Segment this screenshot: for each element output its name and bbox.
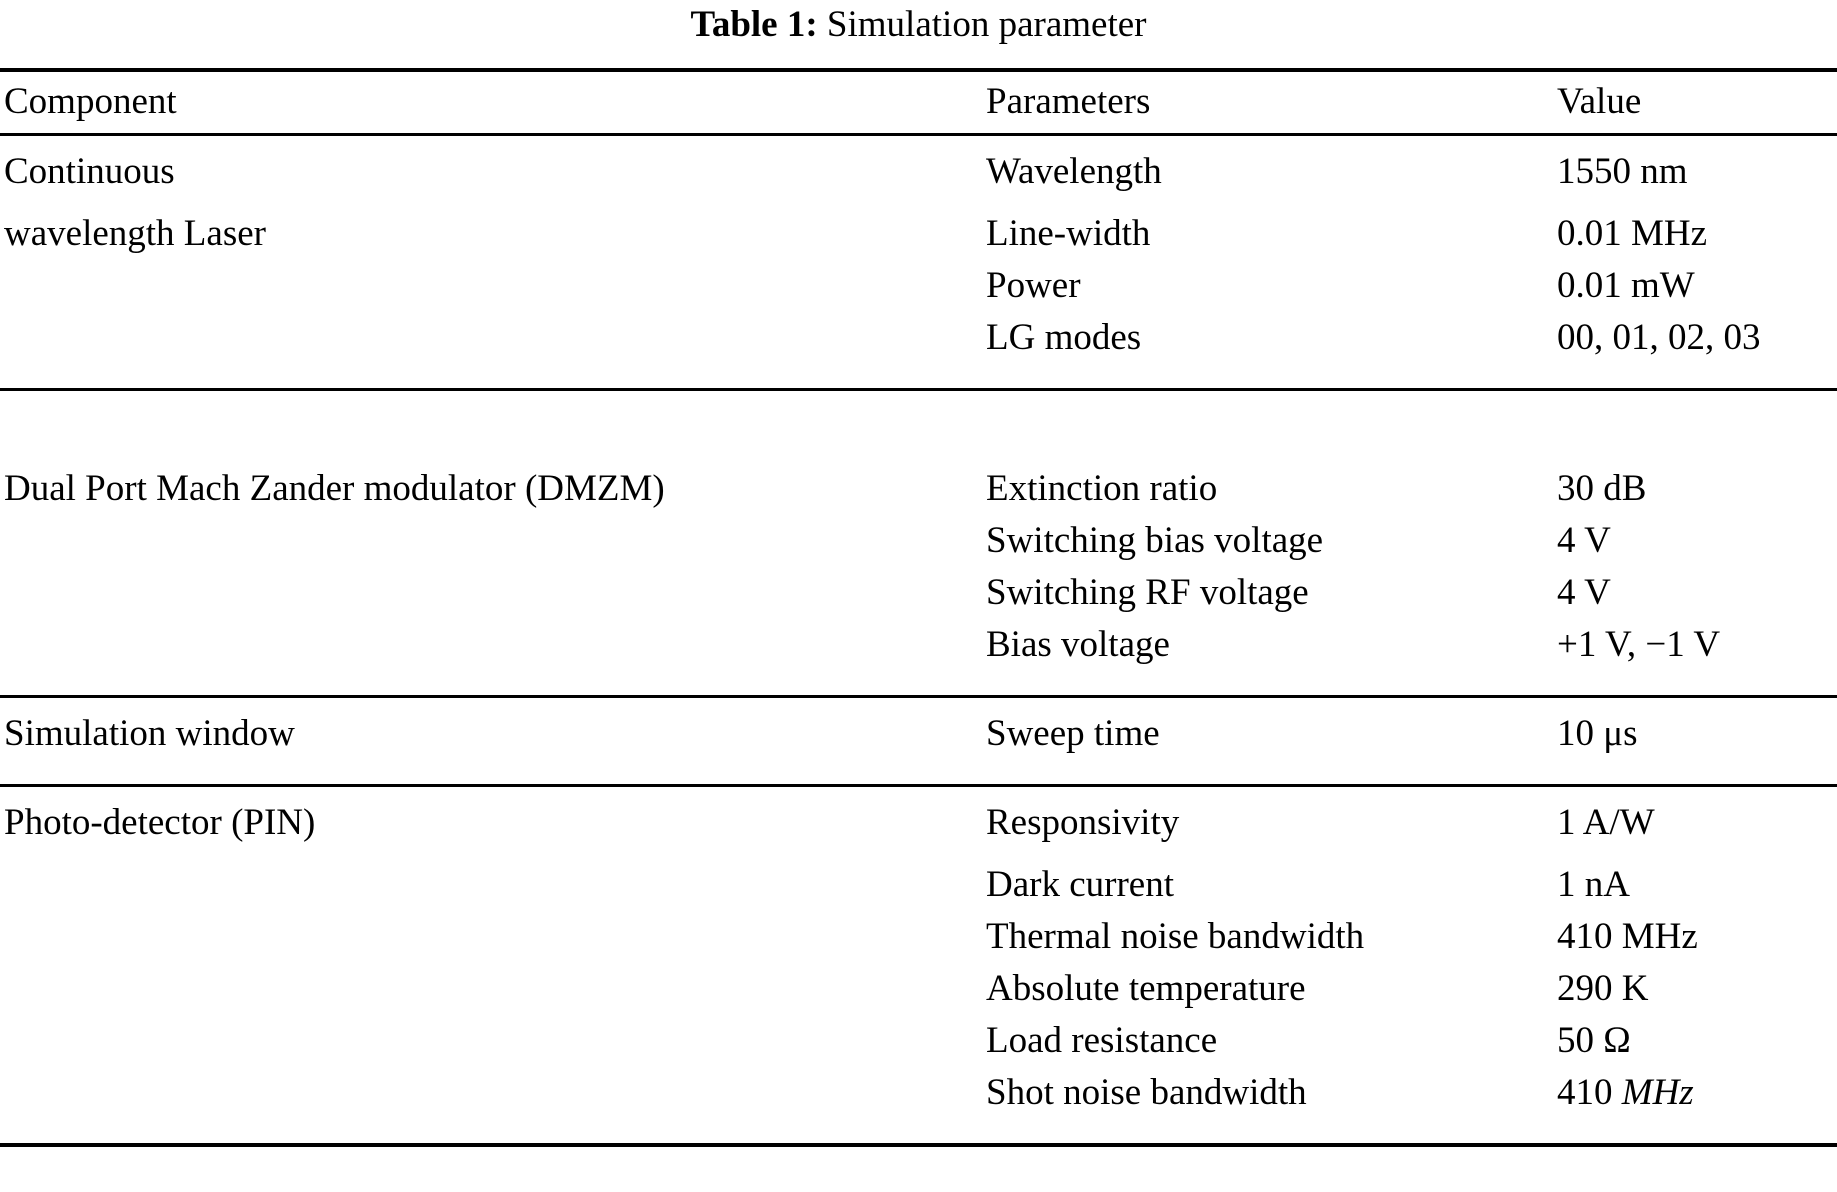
parameter-cell: Shot noise bandwidth <box>986 1072 1307 1113</box>
parameter-cell: Responsivity <box>980 784 1553 859</box>
component-cell-empty <box>0 515 980 567</box>
column-header-component: Component <box>0 68 980 135</box>
component-cell-empty <box>0 963 980 1015</box>
bottom-rule-cell <box>0 1143 980 1149</box>
value-cell: 00, 01, 02, 03 <box>1557 317 1761 358</box>
component-cell-empty <box>0 312 980 390</box>
bottom-rule-cell <box>980 1143 1553 1149</box>
value-unit: MHz <box>1621 1072 1694 1113</box>
value-cell: 10 μs <box>1553 695 1837 786</box>
parameter-cell: Extinction ratio <box>986 468 1218 509</box>
table-row: Simulation window Sweep time 10 μs <box>0 695 1837 786</box>
component-cell: wavelength Laser <box>4 213 266 254</box>
table-body: Continuous Wavelength 1550 nm wavelength… <box>0 133 1837 1149</box>
value-cell: +1 V, −1 V <box>1557 624 1721 665</box>
table-row: Photo-detector (PIN) Responsivity 1 A/W <box>0 784 1837 859</box>
value-cell: 4 V <box>1557 572 1611 613</box>
table-row: Thermal noise bandwidth 410 MHz <box>0 911 1837 963</box>
table-bottom-rule <box>0 1143 1837 1149</box>
parameter-cell: Bias voltage <box>986 624 1170 665</box>
component-cell: Simulation window <box>0 695 980 786</box>
table-row: Switching bias voltage 4 V <box>0 515 1837 567</box>
table-header: Component Parameters Value <box>0 68 1837 135</box>
component-cell: Photo-detector (PIN) <box>0 784 980 859</box>
table-row: Load resistance 50 Ω <box>0 1015 1837 1067</box>
component-cell-empty <box>0 911 980 963</box>
column-header-parameters: Parameters <box>980 68 1553 135</box>
table-row <box>0 388 1837 463</box>
value-cell: 1 nA <box>1557 864 1630 905</box>
table-row: Shot noise bandwidth 410 MHz <box>0 1067 1837 1145</box>
parameter-cell: Dark current <box>986 864 1174 905</box>
table-caption-label: Table 1: <box>690 4 818 45</box>
column-header-value: Value <box>1553 68 1837 135</box>
table-header-row: Component Parameters Value <box>0 68 1837 135</box>
value-cell: 410 MHz <box>1557 916 1698 957</box>
value-number: 410 <box>1557 1072 1622 1113</box>
bottom-rule-cell <box>1553 1143 1837 1149</box>
parameter-cell: Load resistance <box>986 1020 1218 1061</box>
parameter-cell: Absolute temperature <box>986 968 1306 1009</box>
component-cell: Continuous <box>0 133 980 208</box>
component-cell-empty <box>0 619 980 697</box>
parameter-cell: Switching bias voltage <box>986 520 1324 561</box>
parameter-cell: LG modes <box>986 317 1142 358</box>
component-cell: Dual Port Mach Zander modulator (DMZM) <box>4 468 665 509</box>
value-cell: 4 V <box>1557 520 1611 561</box>
value-cell: 410 MHz <box>1553 1067 1837 1145</box>
value-cell: 290 K <box>1557 968 1649 1009</box>
parameter-cell: Wavelength <box>980 133 1553 208</box>
component-cell-empty <box>0 859 980 911</box>
value-cell: 30 dB <box>1557 468 1647 509</box>
value-cell: 1 A/W <box>1553 784 1837 859</box>
table-row: Power 0.01 mW <box>0 260 1837 312</box>
parameter-cell: Sweep time <box>980 695 1553 786</box>
component-cell-empty <box>0 260 980 312</box>
parameter-cell-empty <box>980 388 1553 463</box>
value-cell: 0.01 mW <box>1557 265 1695 306</box>
table-row: Dual Port Mach Zander modulator (DMZM) E… <box>0 463 1837 515</box>
value-cell: 0.01 MHz <box>1557 213 1708 254</box>
table-row: Absolute temperature 290 K <box>0 963 1837 1015</box>
table-row: LG modes 00, 01, 02, 03 <box>0 312 1837 390</box>
component-cell-empty <box>0 388 980 463</box>
table-row: Dark current 1 nA <box>0 859 1837 911</box>
table-row: wavelength Laser Line-width 0.01 MHz <box>0 208 1837 260</box>
table-caption-text: Simulation parameter <box>826 4 1147 45</box>
simulation-parameter-table: Component Parameters Value Continuous Wa… <box>0 68 1837 1149</box>
parameter-cell: Thermal noise bandwidth <box>986 916 1365 957</box>
parameter-cell: Line-width <box>986 213 1151 254</box>
table-caption: Table 1: Simulation parameter <box>0 2 1837 48</box>
value-cell: 50 Ω <box>1557 1020 1631 1061</box>
table-row: Bias voltage +1 V, −1 V <box>0 619 1837 697</box>
component-cell-empty <box>0 567 980 619</box>
value-cell-empty <box>1553 388 1837 463</box>
table-row: Continuous Wavelength 1550 nm <box>0 133 1837 208</box>
value-cell: 1550 nm <box>1553 133 1837 208</box>
parameter-cell: Switching RF voltage <box>986 572 1309 613</box>
table-row: Switching RF voltage 4 V <box>0 567 1837 619</box>
component-cell-empty <box>0 1015 980 1067</box>
component-cell-empty <box>0 1067 980 1145</box>
parameter-cell: Power <box>986 265 1081 306</box>
